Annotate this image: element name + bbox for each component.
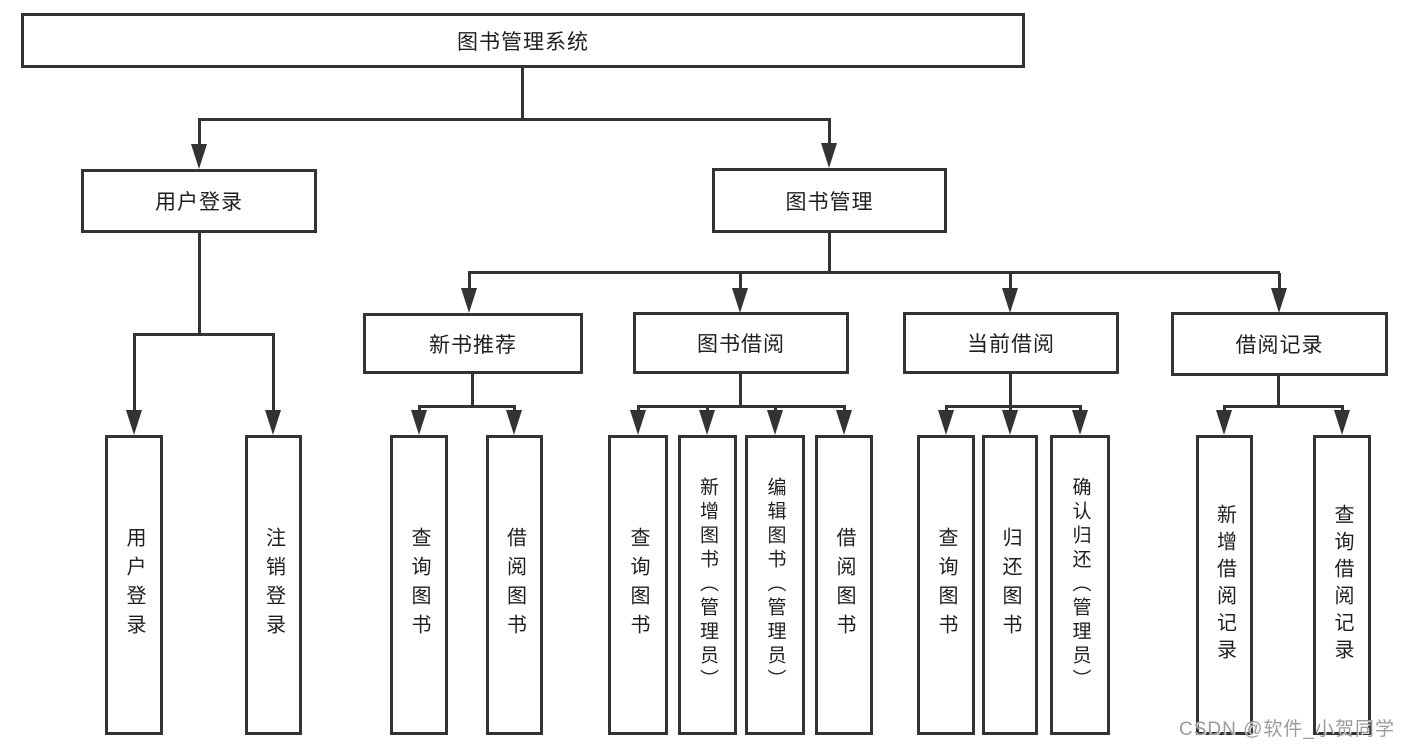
connector-br-stem bbox=[1277, 376, 1280, 407]
connector-cb-stem bbox=[1009, 374, 1012, 407]
arrowhead-icon bbox=[1271, 288, 1287, 313]
arrowhead-icon bbox=[1216, 410, 1232, 435]
arrowhead-icon bbox=[265, 410, 281, 435]
connector-level2-rail bbox=[198, 118, 831, 121]
node-borrowing-records: 借阅记录 bbox=[1171, 312, 1388, 376]
connector-bb-stem bbox=[739, 374, 742, 407]
arrowhead-icon bbox=[630, 410, 646, 435]
leaf-edit-books-admin: 编辑图书（管理员） bbox=[745, 435, 805, 735]
connector-level3-rail bbox=[468, 271, 1280, 274]
leaf-borrow-books: 借阅图书 bbox=[486, 435, 543, 735]
node-new-book-recommend: 新书推荐 bbox=[363, 313, 583, 374]
leaf-user-login: 用户登录 bbox=[105, 435, 163, 735]
connector-drop-borrow-records bbox=[1278, 273, 1281, 291]
arrowhead-icon bbox=[767, 410, 783, 435]
csdn-watermark: CSDN @软件_小贺同学 bbox=[1179, 719, 1395, 740]
leaf-query-books: 查询图书 bbox=[608, 435, 668, 735]
arrowhead-icon bbox=[1334, 410, 1350, 435]
connector-br-rail bbox=[1223, 405, 1344, 408]
connector-drop-current-borrow bbox=[1009, 273, 1012, 291]
leaf-borrow-books: 借阅图书 bbox=[815, 435, 873, 735]
node-book-management: 图书管理 bbox=[712, 168, 947, 233]
arrowhead-icon bbox=[506, 410, 522, 435]
leaf-logout: 注销登录 bbox=[245, 435, 302, 735]
leaf-add-books-admin: 新增图书（管理员） bbox=[678, 435, 737, 735]
leaf-query-books: 查询图书 bbox=[390, 435, 448, 735]
connector-root-stem bbox=[521, 68, 524, 120]
arrowhead-icon bbox=[821, 143, 837, 168]
leaf-return-books: 归还图书 bbox=[982, 435, 1038, 735]
leaf-add-borrow-record: 新增借阅记录 bbox=[1196, 435, 1253, 735]
arrowhead-icon bbox=[191, 144, 207, 169]
connector-user-login-stem bbox=[198, 232, 201, 336]
arrowhead-icon bbox=[461, 288, 477, 313]
connector-book-mgmt-stem bbox=[828, 233, 831, 273]
connector-drop-book-borrow bbox=[739, 273, 742, 291]
arrowhead-icon bbox=[732, 288, 748, 313]
leaf-query-borrow-record: 查询借阅记录 bbox=[1313, 435, 1371, 735]
arrowhead-icon bbox=[1002, 288, 1018, 313]
arrowhead-icon bbox=[836, 410, 852, 435]
leaf-query-books: 查询图书 bbox=[917, 435, 975, 735]
node-user-login: 用户登录 bbox=[81, 169, 317, 233]
connector-nbr-rail bbox=[418, 405, 516, 408]
node-current-borrowing: 当前借阅 bbox=[903, 312, 1119, 374]
connector-drop-logout-leaf bbox=[272, 335, 275, 413]
node-library-management-system: 图书管理系统 bbox=[21, 13, 1025, 68]
connector-cb-rail bbox=[945, 405, 1082, 408]
connector-drop-new-book-rec bbox=[468, 273, 471, 291]
arrowhead-icon bbox=[1072, 410, 1088, 435]
arrowhead-icon bbox=[1002, 410, 1018, 435]
connector-nbr-stem bbox=[471, 374, 474, 407]
connector-user-login-rail bbox=[133, 333, 275, 336]
arrowhead-icon bbox=[938, 410, 954, 435]
node-book-borrowing: 图书借阅 bbox=[633, 312, 849, 374]
connector-bb-rail bbox=[637, 405, 846, 408]
connector-drop-user-login bbox=[198, 120, 201, 148]
connector-drop-login-leaf bbox=[133, 335, 136, 413]
arrowhead-icon bbox=[411, 410, 427, 435]
leaf-confirm-return-admin: 确认归还（管理员） bbox=[1050, 435, 1110, 735]
arrowhead-icon bbox=[126, 410, 142, 435]
arrowhead-icon bbox=[699, 410, 715, 435]
connector-drop-book-mgmt bbox=[828, 120, 831, 148]
